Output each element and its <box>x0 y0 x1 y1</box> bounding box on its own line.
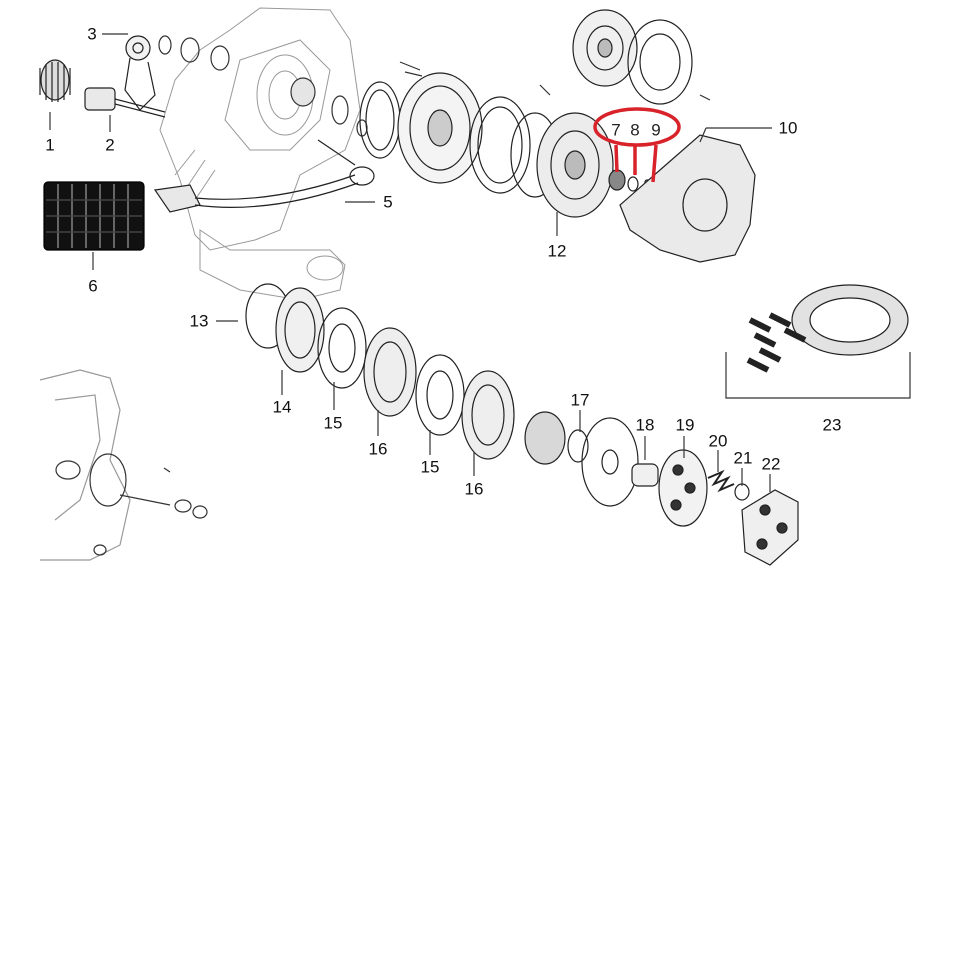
part-21-cup <box>734 468 750 501</box>
part-15a-disc <box>317 307 367 410</box>
gear-cover-top-right <box>572 9 693 105</box>
callout-16a: 16 <box>368 439 388 459</box>
callout-1: 1 <box>45 135 55 155</box>
part-3-sprocket <box>102 33 156 111</box>
callout-20: 20 <box>708 431 728 451</box>
callout-2: 2 <box>105 135 115 155</box>
part-23-spring-plate <box>725 284 911 399</box>
part-5-kick-lever <box>153 139 375 213</box>
callout-23: 23 <box>822 415 842 435</box>
callout-18: 18 <box>635 415 655 435</box>
callout-15a: 15 <box>323 413 343 433</box>
part-14-plate <box>275 287 325 395</box>
part-22-basket <box>741 474 799 566</box>
callout-10: 10 <box>778 118 798 138</box>
part-1-spring <box>39 59 71 130</box>
callout-13: 13 <box>189 311 209 331</box>
callout-8: 8 <box>630 120 640 140</box>
part-20-spring <box>707 450 735 493</box>
highlight-callout <box>593 107 681 183</box>
callout-22: 22 <box>761 454 781 474</box>
part-17-gear <box>524 410 589 465</box>
callout-3: 3 <box>87 24 97 44</box>
clutch-pack-top <box>359 72 614 236</box>
callout-15b: 15 <box>420 457 440 477</box>
part-16a-disc <box>363 327 417 436</box>
callout-5: 5 <box>383 192 393 212</box>
callout-19: 19 <box>675 415 695 435</box>
part-10-cover <box>619 127 772 263</box>
part-19-plate <box>658 436 708 527</box>
callout-14: 14 <box>272 397 292 417</box>
callout-21: 21 <box>733 448 753 468</box>
part-15b-disc <box>415 354 465 455</box>
callout-6: 6 <box>88 276 98 296</box>
crankcase-outline <box>159 7 361 301</box>
callout-16b: 16 <box>464 479 484 499</box>
part-2-shaft <box>84 87 166 132</box>
callout-9: 9 <box>651 120 661 140</box>
part-18-hub <box>581 417 659 507</box>
part-6-roller-bearing <box>43 181 145 270</box>
callout-17: 17 <box>570 390 590 410</box>
callout-12: 12 <box>547 241 567 261</box>
part-16b-disc <box>461 370 515 476</box>
callout-7: 7 <box>611 120 621 140</box>
gearbox-housing <box>39 369 208 561</box>
